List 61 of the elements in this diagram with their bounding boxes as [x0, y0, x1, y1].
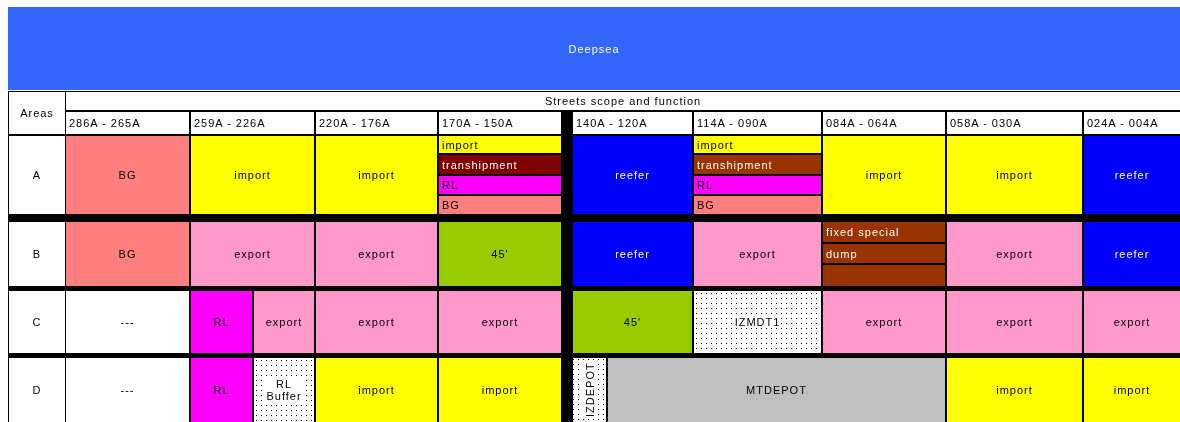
zone-cell: MTDEPOT [608, 358, 945, 422]
zone-cell: RL [191, 358, 252, 422]
zone-cell: reefer [573, 136, 692, 214]
function-bar [823, 265, 945, 286]
zone-cell: 45' [439, 222, 561, 286]
zone-cell: export [1084, 291, 1180, 353]
column-header: 084A - 064A [823, 112, 945, 134]
zone-cell: import [439, 358, 561, 422]
zone-cell: import [823, 136, 945, 214]
column-header: 114A - 090A [694, 112, 821, 134]
function-bar: BG [439, 196, 561, 214]
zone-cell: IZMDT1 [694, 291, 821, 353]
zone-cell: export [823, 291, 945, 353]
zone-cell: RL [191, 291, 252, 353]
column-header: 140A - 120A [573, 112, 692, 134]
zone-cell: reefer [573, 222, 692, 286]
zone-cell: import [947, 136, 1082, 214]
zone-cell: reefer [1084, 222, 1180, 286]
zone-cell: import [316, 136, 437, 214]
header-band: Deepsea [8, 7, 1180, 90]
zone-cell: BG [66, 136, 189, 214]
row-label: C [9, 291, 65, 353]
column-header: 259A - 226A [191, 112, 314, 134]
column-header: 058A - 030A [947, 112, 1082, 134]
row-label: D [9, 358, 65, 422]
column-label: Areas [9, 92, 65, 134]
zone-cell: export [947, 222, 1082, 286]
zone-cell: export [694, 222, 821, 286]
zone-cell: import [191, 136, 314, 214]
zone-cell: export [316, 291, 437, 353]
column-header: 024A - 004A [1084, 112, 1180, 134]
function-bar: RL [694, 176, 821, 194]
function-bar: dump [823, 244, 945, 263]
zone-cell: import [316, 358, 437, 422]
zone-cell: reefer [1084, 136, 1180, 214]
function-bar: fixed special [823, 222, 945, 242]
column-header: 170A - 150A [439, 112, 561, 134]
zone-cell: export [316, 222, 437, 286]
column-label: Streets scope and function [66, 92, 1180, 110]
zone-cell: --- [66, 291, 189, 353]
zone-cell: export [191, 222, 314, 286]
zone-cell: import [1084, 358, 1180, 422]
function-bar: transhipment [694, 155, 821, 174]
zone-cell: RL Buffer [254, 358, 314, 422]
function-bar: import [694, 136, 821, 153]
function-bar: BG [694, 196, 821, 214]
zone-cell: 45' [573, 291, 692, 353]
function-bar: transhipment [439, 155, 561, 174]
function-bar: import [439, 136, 561, 153]
zone-cell: --- [66, 358, 189, 422]
zone-cell: export [254, 291, 314, 353]
zone-cell: import [947, 358, 1082, 422]
function-bar: RL [439, 176, 561, 194]
column-header: 286A - 265A [66, 112, 189, 134]
zone-cell: export [947, 291, 1082, 353]
zone-cell: BG [66, 222, 189, 286]
row-label: B [9, 222, 65, 286]
zone-cell: IZDEPOT [573, 358, 606, 422]
column-header: 220A - 176A [316, 112, 437, 134]
row-label: A [9, 136, 65, 214]
zone-cell: export [439, 291, 561, 353]
